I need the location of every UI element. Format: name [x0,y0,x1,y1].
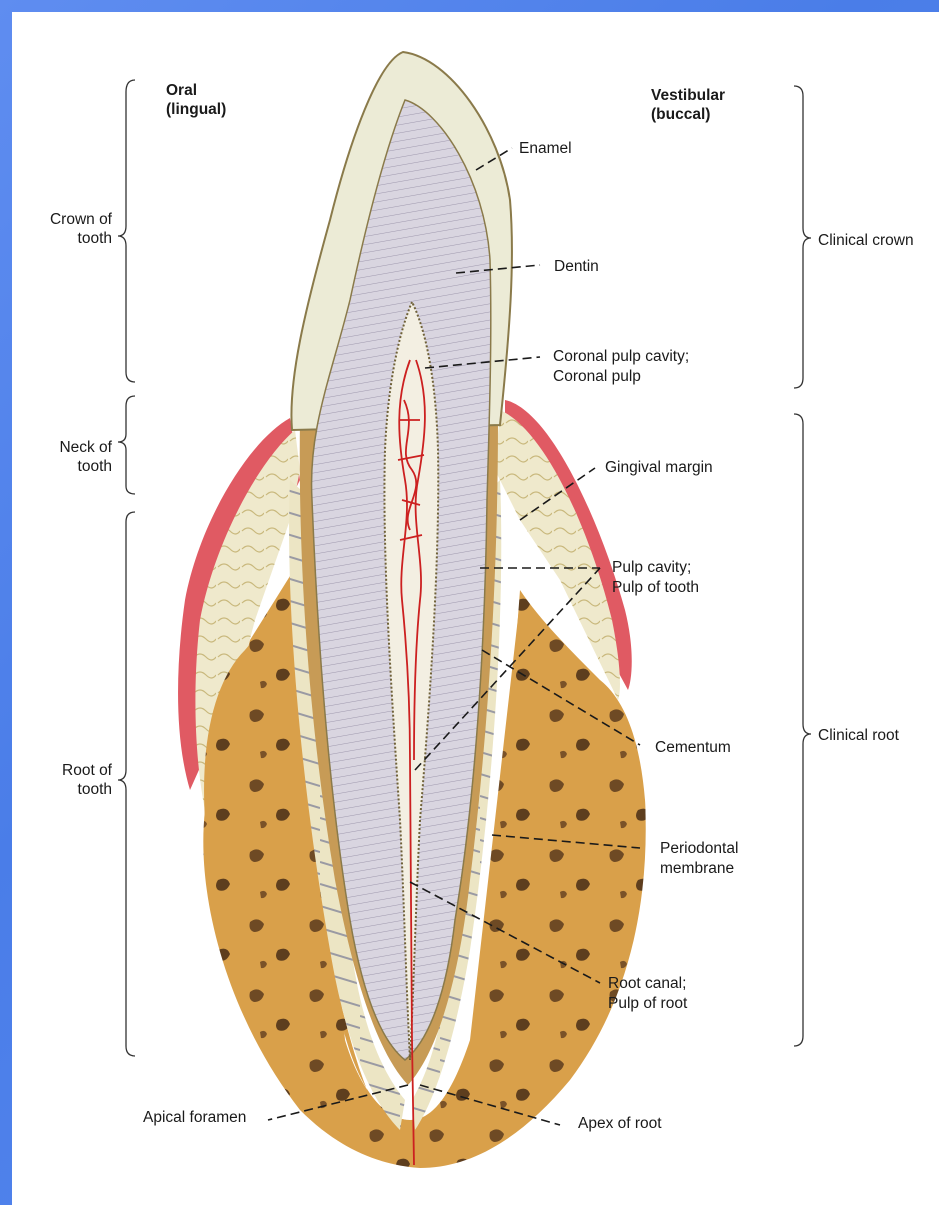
clinical-root-label: Clinical root [818,727,900,744]
oral-label: Oral(lingual) [166,82,226,118]
brace-clinical-root [794,414,811,1046]
pulp-cavity-label: Pulp cavity;Pulp of tooth [612,559,699,596]
dentin-label: Dentin [554,258,599,275]
root-canal-label: Root canal;Pulp of root [608,975,688,1012]
clinical-crown-label: Clinical crown [818,232,914,249]
brace-root [118,512,135,1056]
apical-foramen-label: Apical foramen [143,1109,246,1126]
gingival-margin-label: Gingival margin [605,459,713,476]
brace-clinical-crown [794,86,811,388]
right-braces [794,86,811,1046]
brace-neck [118,396,135,494]
vestibular-label: Vestibular(buccal) [651,87,725,123]
enamel-label: Enamel [519,140,572,157]
apex-of-root-label: Apex of root [578,1115,662,1132]
brace-crown [118,80,135,382]
left-braces [118,80,135,1056]
cementum-label: Cementum [655,739,731,756]
coronal-pulp-label: Coronal pulp cavity;Coronal pulp [553,348,689,385]
